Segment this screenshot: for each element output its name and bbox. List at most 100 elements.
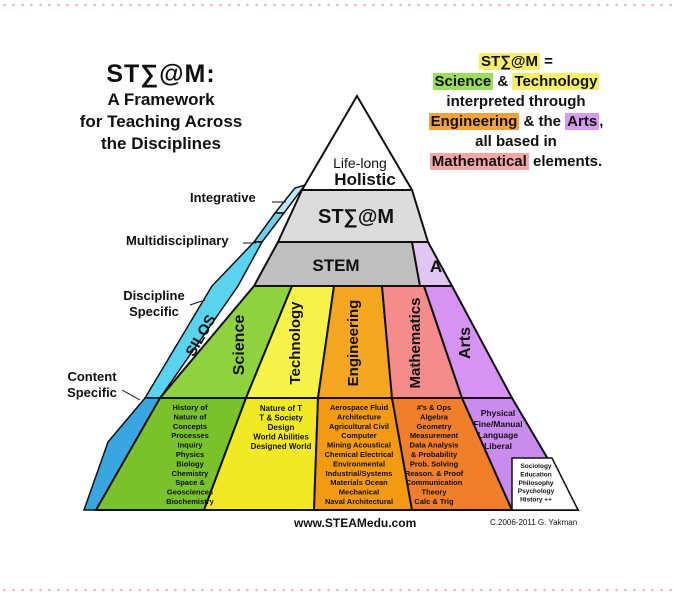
science-content-item: Biology <box>176 459 204 468</box>
legend-line-2: Science & Technology <box>406 72 626 92</box>
science-content-item: History of <box>172 403 208 412</box>
legend-line-5: all based in <box>475 133 557 150</box>
content-side-face <box>82 397 162 511</box>
mathematics-content-item: Reason. & Proof <box>405 469 464 478</box>
science-content-item: Concepts <box>173 422 207 431</box>
content-connector <box>121 389 141 401</box>
engineering-content-item: Industrial/Systems <box>326 469 393 478</box>
arts-liberal-content-item: Sociology <box>520 463 551 470</box>
legend-elements: elements. <box>528 153 603 170</box>
arts-physical-content-item: Language <box>478 430 518 440</box>
engineering-content-item: Materials Ocean <box>330 478 388 487</box>
mathematics-content-item: Geometry <box>416 422 452 431</box>
title-block: ST∑@M: A Framework for Teaching Across t… <box>54 60 268 155</box>
arts-liberal-box <box>511 457 580 511</box>
level-label-specific-2: Specific <box>67 385 117 400</box>
mathematics-content-item: Theory <box>421 488 447 497</box>
mathematics-content-item: Measurement <box>410 431 459 440</box>
mathematics-content-item: Prob. Solving <box>410 459 459 468</box>
arts-physical-content-item: Physical <box>481 408 516 418</box>
engineering-content-item: Environmental <box>333 459 385 468</box>
stem-band-label: STEM <box>312 256 359 275</box>
science-content-item: Chemistry <box>172 469 210 478</box>
arts-liberal-content-item: Philosophy <box>518 480 553 487</box>
legend-science-highlight: Science <box>432 73 494 90</box>
science-content-item: Processes <box>171 431 209 440</box>
apex-text-lifelong: Life-long <box>333 155 387 171</box>
mathematics-content-item: Data Analysis <box>410 441 459 450</box>
technology-content-item: Design <box>268 423 295 432</box>
mathematics-content-item: #'s & Ops <box>417 403 451 412</box>
footer-copyright: C.2006-2011 G. Yakman <box>490 518 578 527</box>
engineering-content-item: Agricultural Civil <box>329 422 389 431</box>
legend-engineering-highlight: Engineering <box>428 113 520 130</box>
science-content-item: Space & <box>175 478 205 487</box>
mathematics-label: Mathematics <box>407 298 424 389</box>
arts-liberal-content-item: Education <box>520 471 551 478</box>
title-line-2: for Teaching Across <box>79 112 243 131</box>
science-content-item: Inquiry <box>177 441 203 450</box>
arts-liberal-content-item: History ++ <box>520 497 552 504</box>
title-line-3: the Disciplines <box>101 134 221 153</box>
arts-physical-content-item: Fine/Manual <box>473 419 522 429</box>
legend-line-6: Mathematical elements. <box>406 152 626 172</box>
level-label-integrative: Integrative <box>190 190 256 205</box>
engineering-content-item: Chemical Electrical <box>325 450 394 459</box>
level-label-content-specific: Content Specific <box>60 369 124 401</box>
footer-url: www.STEAMedu.com <box>294 516 417 530</box>
apex-text-holistic: Holistic <box>334 170 395 189</box>
science-content-item: Nature of <box>174 412 207 421</box>
legend-and-the: & the <box>519 113 566 130</box>
mathematics-content-item: Communication <box>406 478 463 487</box>
engineering-content-list: Aerospace FluidArchitectureAgricultural … <box>325 403 394 506</box>
science-label: Science <box>231 315 248 376</box>
steam-band-label: ST∑@M <box>318 206 394 228</box>
legend-technology-highlight: Technology <box>512 73 600 90</box>
legend-and-1: & <box>493 73 513 90</box>
technology-content-item: World Abilities <box>253 433 309 442</box>
engineering-content-item: Mechanical <box>339 488 379 497</box>
top-dotted-border <box>0 2 673 8</box>
engineering-content-item: Aerospace Fluid <box>330 403 389 412</box>
legend-comma: , <box>599 113 604 130</box>
level-label-multidisciplinary: Multidisciplinary <box>126 233 229 248</box>
mathematics-content-item: Calc & Trig <box>414 497 454 506</box>
a-band-label: A <box>430 257 442 276</box>
engineering-label: Engineering <box>345 300 362 387</box>
discipline-connector <box>189 299 206 306</box>
engineering-content-item: Naval Architectural <box>325 497 393 506</box>
legend-line-4: Engineering & the Arts, <box>406 112 626 132</box>
arts-label: Arts <box>457 327 474 359</box>
legend-steam-highlight: ST∑@M <box>479 53 541 70</box>
level-label-specific-1: Specific <box>129 304 179 319</box>
technology-content-item: Designed World <box>251 442 312 451</box>
technology-content-item: T & Society <box>259 414 303 423</box>
engineering-content-item: Computer <box>341 431 376 440</box>
legend-block: ST∑@M = Science & Technology interpreted… <box>406 52 626 172</box>
legend-line-1: ST∑@M = <box>406 52 626 72</box>
engineering-content-item: Architecture <box>337 412 381 421</box>
title-main: ST∑@M: <box>106 60 216 88</box>
arts-physical-content-item: Liberal <box>484 441 512 451</box>
title-line-1: A Framework <box>107 90 215 109</box>
legend-arts-highlight: Arts <box>565 113 600 130</box>
science-content-item: Biochemistry <box>166 497 214 506</box>
engineering-content-item: Mining Acoustical <box>327 441 391 450</box>
mathematics-content-item: Algebra <box>420 412 449 421</box>
mathematics-content-item: & Probability <box>411 450 458 459</box>
technology-content-item: Nature of T <box>260 404 302 413</box>
level-label-content: Content <box>67 369 117 384</box>
legend-mathematical-highlight: Mathematical <box>429 153 529 170</box>
technology-label: Technology <box>287 301 304 385</box>
mathematics-content-list: #'s & OpsAlgebraGeometryMeasurementData … <box>405 403 464 506</box>
legend-equals: = <box>540 53 553 70</box>
science-content-item: Physics <box>176 450 204 459</box>
legend-line-3: interpreted through <box>446 93 586 110</box>
arts-liberal-content-item: Psychology <box>518 488 555 495</box>
level-label-discipline: Discipline <box>123 288 185 303</box>
bottom-dotted-border <box>0 587 673 593</box>
